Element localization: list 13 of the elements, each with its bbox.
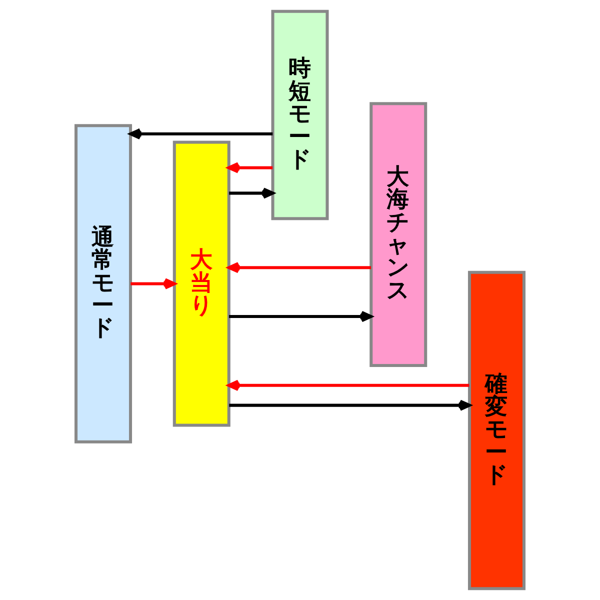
arrow xyxy=(129,128,273,140)
arrow xyxy=(228,310,372,322)
arrow xyxy=(229,400,471,411)
node-box: 通常モード xyxy=(74,124,132,444)
arrow xyxy=(130,278,176,290)
node-box: 大当り xyxy=(172,140,230,427)
arrow xyxy=(227,380,470,391)
node-box: 確変モード xyxy=(468,270,526,590)
arrow xyxy=(229,188,274,199)
node-box: 時短モード xyxy=(271,10,329,220)
node-box: 大海チャンス xyxy=(370,102,428,367)
arrow xyxy=(228,262,372,274)
arrow xyxy=(227,162,273,174)
